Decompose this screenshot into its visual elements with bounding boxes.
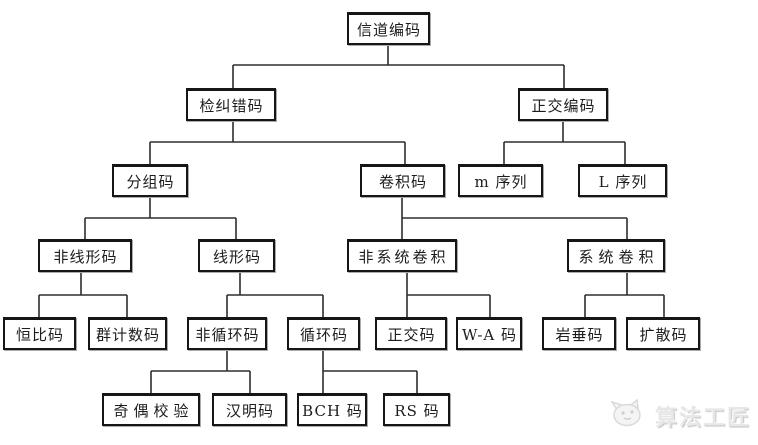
connector-noncyclic-code: [150, 350, 251, 393]
node-constant-ratio-code: 恒比码: [3, 317, 76, 350]
node-rs-code-label: RS 码: [394, 401, 440, 420]
node-channel-coding-label: 信道编码: [356, 20, 421, 39]
connector-orthogonal-coding: [503, 121, 626, 164]
node-nonsystematic-conv-label: 非系统卷积: [358, 247, 449, 266]
node-hamming-code-label: 汉明码: [225, 401, 274, 420]
node-iwadare-code: 岩垂码: [542, 317, 616, 350]
node-orthogonal-coding: 正交编码: [518, 88, 608, 121]
connector-cyclic-code: [322, 350, 418, 393]
node-m-sequence-label: m 序列: [474, 172, 528, 191]
node-group-counting-code-label: 群计数码: [95, 325, 160, 344]
node-m-sequence: m 序列: [458, 164, 543, 197]
node-error-detect-correct-label: 检纠错码: [199, 96, 264, 115]
node-l-sequence: L 序列: [578, 164, 667, 197]
node-cyclic-code: 循环码: [287, 317, 360, 350]
node-parity-check: 奇偶校验: [102, 393, 200, 426]
connector-error-detect: [149, 121, 406, 164]
node-linear-code-label: 线形码: [212, 247, 261, 266]
node-parity-check-label: 奇偶校验: [113, 401, 194, 420]
node-orthogonal-code-label: 正交码: [387, 325, 436, 344]
connector-linear-code: [226, 272, 324, 317]
node-wa-code: W-A 码: [456, 317, 522, 350]
node-bch-code-label: BCH 码: [302, 401, 363, 420]
node-block-code-label: 分组码: [126, 172, 175, 191]
node-orthogonal-coding-label: 正交编码: [531, 96, 596, 115]
connector-block-code: [84, 197, 237, 239]
node-block-code: 分组码: [112, 164, 188, 197]
connector-channel-coding: [232, 45, 565, 88]
node-error-detect-correct: 检纠错码: [186, 88, 276, 121]
node-noncyclic-code-label: 非循环码: [195, 325, 260, 344]
node-wa-code-label: W-A 码: [462, 325, 517, 344]
node-systematic-conv-label: 系统卷积: [578, 247, 659, 266]
node-hamming-code: 汉明码: [212, 393, 287, 426]
watermark: 算法工匠: [610, 398, 751, 433]
connector-convolutional-code: [401, 197, 628, 239]
node-noncyclic-code: 非循环码: [187, 317, 267, 350]
node-convolutional-code-label: 卷积码: [378, 172, 427, 191]
node-nonlinear-code: 非线形码: [38, 239, 132, 272]
node-constant-ratio-code-label: 恒比码: [15, 325, 64, 344]
node-channel-coding: 信道编码: [347, 12, 430, 45]
node-nonlinear-code-label: 非线形码: [53, 247, 118, 266]
connector-nonsystematic-conv: [406, 272, 491, 317]
node-rs-code: RS 码: [383, 393, 450, 426]
mascot-cat-icon: [610, 398, 650, 433]
node-iwadare-code-label: 岩垂码: [555, 325, 604, 344]
node-convolutional-code: 卷积码: [360, 164, 445, 197]
node-linear-code: 线形码: [198, 239, 275, 272]
connector-nonlinear-code: [38, 272, 128, 317]
node-cyclic-code-label: 循环码: [299, 325, 348, 344]
node-bch-code: BCH 码: [297, 393, 367, 426]
node-nonsystematic-conv: 非系统卷积: [347, 239, 457, 272]
node-group-counting-code: 群计数码: [88, 317, 167, 350]
watermark-text: 算法工匠: [654, 406, 751, 431]
connector-systematic-conv: [584, 272, 665, 317]
node-diffusion-code-label: 扩散码: [639, 325, 688, 344]
node-orthogonal-code: 正交码: [375, 317, 447, 350]
node-diffusion-code: 扩散码: [626, 317, 700, 350]
node-l-sequence-label: L 序列: [598, 172, 648, 191]
node-systematic-conv: 系统卷积: [567, 239, 665, 272]
